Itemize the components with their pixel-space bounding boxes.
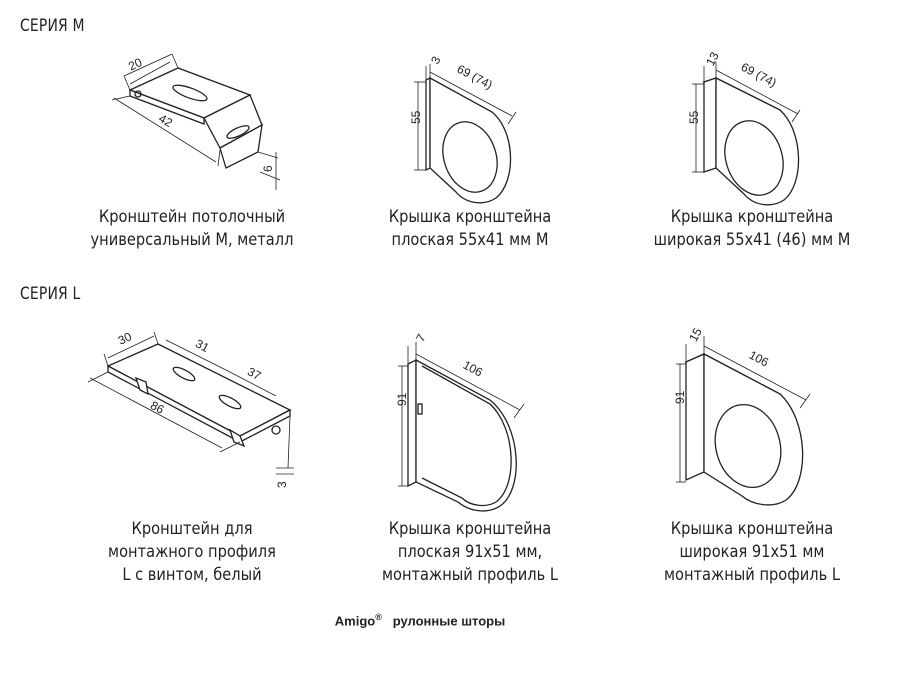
dim-69-74: 69 (74) — [455, 62, 495, 92]
caption-line: Кронштейн для — [131, 519, 253, 539]
caption-mounting-bracket-l: Кронштейн для монтажного профиля L с вин… — [42, 518, 342, 587]
footer-brand-line: Amigo® рулонные шторы — [0, 612, 840, 628]
caption-line: Крышка кронштейна — [388, 207, 552, 227]
caption-wide-cover-l: Крышка кронштейна широкая 91х51 мм монта… — [602, 518, 902, 587]
dim-55-height: 55 — [409, 110, 423, 124]
caption-line: Крышка кронштейна — [388, 519, 552, 539]
wide-cover-l-drawing: 15 106 91 — [673, 325, 811, 506]
dim-91-height-wide: 91 — [673, 390, 687, 404]
caption-line: универсальный M, металл — [90, 230, 294, 250]
dim-55-height-wide: 55 — [687, 110, 701, 124]
caption-line: широкая 55х41 (46) мм M — [653, 230, 851, 250]
dim-3-thickness: 3 — [275, 481, 289, 488]
dim-15-top: 15 — [686, 325, 705, 344]
caption-line: монтажный профиль L — [382, 565, 558, 585]
flat-cover-l-drawing: 7 106 91 — [395, 331, 525, 512]
dim-3-top: 3 — [428, 54, 444, 67]
caption-line: Крышка кронштейна — [670, 207, 834, 227]
dim-42: 42 — [156, 111, 175, 130]
caption-line: Кронштейн потолочный — [98, 207, 286, 227]
caption-line: широкая 91х51 мм — [679, 542, 825, 562]
caption-line: L с винтом, белый — [122, 565, 262, 585]
ceiling-bracket-m-drawing: 20 42 6 — [111, 53, 281, 190]
brand-name: Amigo — [334, 613, 376, 629]
dim-106-wide: 106 — [747, 348, 772, 370]
caption-wide-cover-m: Крышка кронштейна широкая 55х41 (46) мм … — [602, 206, 902, 252]
wide-cover-m-drawing: 13 69 (74) 55 — [687, 49, 801, 206]
series-l-title: СЕРИЯ L — [20, 284, 81, 304]
caption-line: монтажного профиля — [108, 542, 276, 562]
flat-cover-m-drawing: 3 69 (74) 55 — [409, 54, 517, 204]
caption-line: монтажный профиль L — [664, 565, 840, 585]
caption-flat-cover-l: Крышка кронштейна плоская 91х51 мм, монт… — [320, 518, 620, 587]
registered-mark: ® — [375, 612, 382, 622]
dim-13-top: 13 — [703, 49, 722, 68]
caption-line: Крышка кронштейна — [670, 519, 834, 539]
dim-7-top: 7 — [413, 331, 429, 344]
caption-flat-cover-m: Крышка кронштейна плоская 55х41 мм M — [320, 206, 620, 252]
series-m-title: СЕРИЯ M — [20, 16, 85, 36]
dim-6: 6 — [261, 165, 275, 172]
caption-ceiling-bracket-m: Кронштейн потолочный универсальный M, ме… — [42, 206, 342, 252]
mounting-bracket-l-drawing: 30 31 37 86 3 — [87, 329, 294, 488]
dim-31: 31 — [193, 336, 212, 355]
dim-37: 37 — [245, 364, 264, 383]
dim-20: 20 — [126, 55, 144, 73]
dim-106: 106 — [461, 358, 486, 380]
footer-text: рулонные шторы — [392, 613, 506, 629]
dim-91-height: 91 — [395, 392, 409, 406]
dim-86: 86 — [148, 398, 167, 417]
caption-line: плоская 55х41 мм M — [391, 230, 549, 250]
dim-30: 30 — [116, 329, 134, 347]
caption-line: плоская 91х51 мм, — [397, 542, 543, 562]
